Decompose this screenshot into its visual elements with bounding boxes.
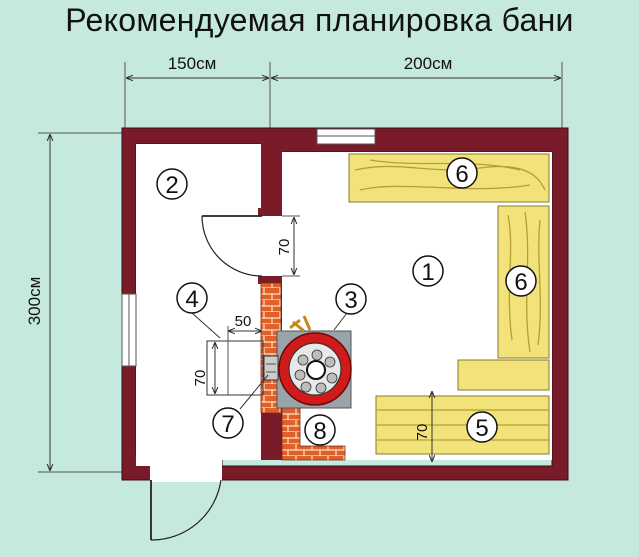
entrance-door-swing <box>150 479 222 541</box>
svg-text:2: 2 <box>165 172 178 199</box>
dim-width-left: 150см <box>168 54 217 73</box>
label-brick-base: 8 <box>304 414 336 446</box>
svg-text:4: 4 <box>185 286 198 313</box>
svg-text:1: 1 <box>421 259 434 286</box>
bench-depth-dimension: 70 <box>414 391 432 462</box>
label-firebox: 7 <box>212 407 244 439</box>
svg-text:70: 70 <box>192 370 209 387</box>
label-upper-bench-right: 6 <box>505 265 537 297</box>
svg-text:3: 3 <box>344 287 357 314</box>
label-heater: 3 <box>335 283 367 315</box>
rest-area-box: 50 70 <box>192 313 264 396</box>
svg-text:6: 6 <box>514 269 527 296</box>
svg-text:8: 8 <box>313 418 326 445</box>
inner-door-swing <box>201 215 263 277</box>
window-top <box>316 128 376 145</box>
label-lower-bench: 5 <box>466 411 498 443</box>
page-title: Рекомендуемая планировка бани <box>65 2 574 38</box>
dimension-top: 150см 200см <box>124 54 563 128</box>
svg-text:7: 7 <box>221 411 234 438</box>
dimension-left: 300см <box>25 132 122 473</box>
dim-width-right: 200см <box>404 54 453 73</box>
window-left <box>121 293 137 367</box>
inner-door-opening <box>261 216 282 276</box>
heater <box>276 315 352 409</box>
firebox <box>263 355 279 381</box>
dim-height: 300см <box>25 277 44 326</box>
entrance-opening <box>150 464 222 482</box>
svg-text:5: 5 <box>475 415 488 442</box>
door-gap-dimension: 70 <box>276 215 300 277</box>
svg-text:6: 6 <box>455 161 468 188</box>
label-rest-area: 4 <box>176 282 208 314</box>
lower-bench <box>375 359 550 455</box>
svg-text:50: 50 <box>235 313 252 330</box>
label-dressing-room: 2 <box>156 168 188 200</box>
label-steam-room: 1 <box>412 255 444 287</box>
svg-text:70: 70 <box>414 424 431 441</box>
label-upper-bench-top: 6 <box>446 157 478 189</box>
svg-text:70: 70 <box>276 239 293 256</box>
